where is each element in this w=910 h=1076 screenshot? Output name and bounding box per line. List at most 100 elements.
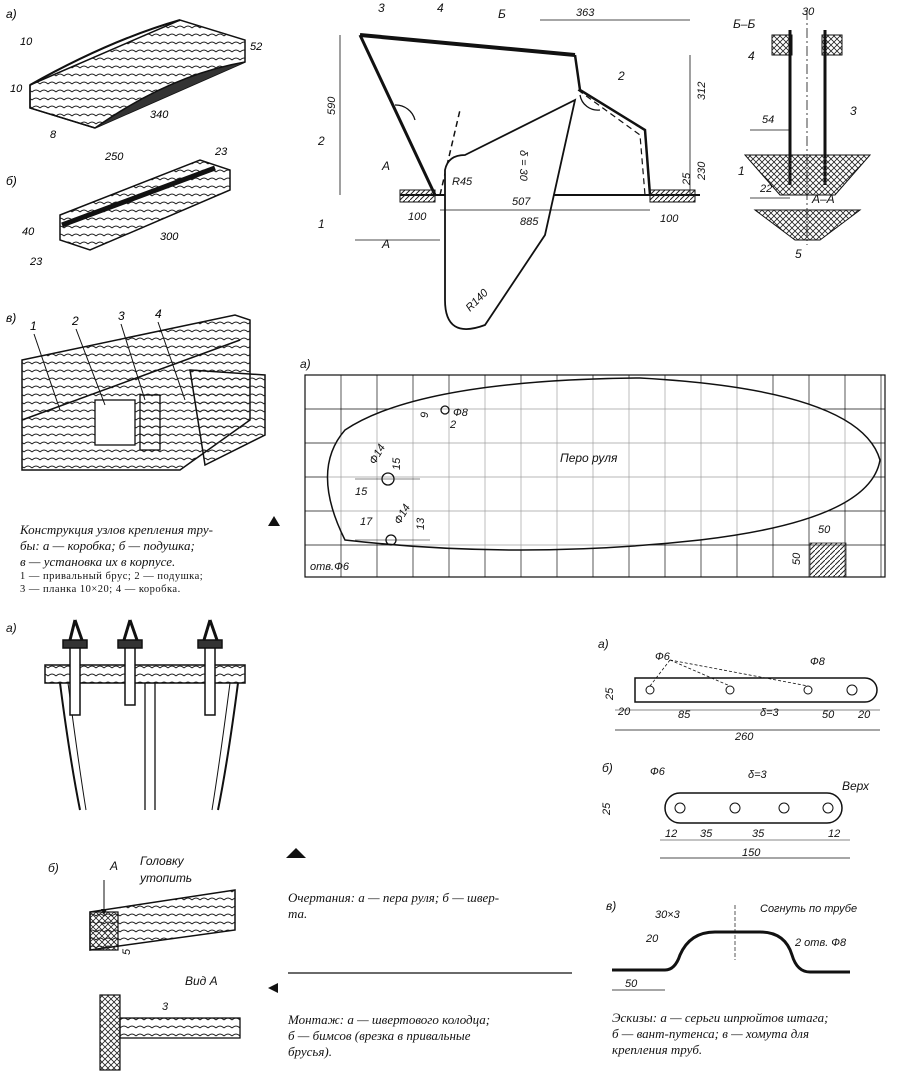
mount-head2: утопить [139, 871, 192, 885]
sketch-c-labels: 30×3 Согнуть по трубе 20 2 отв. Ф8 50 [625, 903, 857, 990]
mount-caption-line3: брусья). [288, 1044, 332, 1059]
rudder-d507: 507 [512, 196, 531, 208]
sketch-c-d50: 50 [625, 978, 638, 990]
rudder-n2a: 2 [317, 134, 325, 148]
section-d30: 30 [802, 6, 815, 18]
box-dim-8: 8 [50, 129, 57, 141]
section-d22: 22 [759, 183, 772, 195]
mounting-drawing: а) [6, 619, 246, 811]
rudder-d312: 312 [696, 82, 708, 100]
install-n2: 2 [71, 314, 79, 328]
rudder-d100b: 100 [660, 213, 679, 225]
installation-drawing: в) 1 2 3 4 [6, 307, 266, 471]
pad-dim-23b: 23 [29, 256, 43, 268]
install-n3: 3 [118, 309, 125, 323]
pad-dim-23a: 23 [214, 146, 228, 158]
rudder-drawing [339, 19, 700, 330]
blade-name: Перо руля [560, 451, 618, 465]
sketch-caption-line2: б — вант-путенса; в — хомута для [612, 1026, 810, 1041]
section-labels: Б–Б 30 4 3 54 1 22 А–А 5 [733, 6, 857, 261]
sketch-c-d20: 20 [645, 933, 659, 945]
rudder-secA2: А [381, 237, 390, 251]
mount-head1: Головку [140, 854, 185, 868]
sketch-c-label: в) [606, 899, 616, 913]
rudder-d363: 363 [576, 7, 595, 19]
section-n5: 5 [795, 247, 802, 261]
mount-arrowA: А [109, 859, 118, 873]
blade-d15b: 15 [355, 486, 368, 498]
section-drawing [743, 10, 872, 245]
install-label: в) [6, 311, 16, 325]
box-drawing: а) 10 10 52 8 340 250 б) 23 40 23 300 [6, 7, 262, 268]
tube-caption-line1: Конструкция узлов крепления тру- [20, 522, 213, 537]
section-n4: 4 [748, 49, 755, 63]
sketch-b-labels: Ф6 δ=3 Верх 25 12 35 35 12 150 [601, 766, 870, 859]
sketch-a-d20a: 20 [617, 706, 631, 718]
section-n3: 3 [850, 104, 857, 118]
sketch-b-label: б) [602, 761, 613, 775]
blade-label: а) [300, 357, 311, 371]
blade-d15a: 15 [391, 457, 403, 470]
blade-d2: 2 [449, 419, 456, 431]
tube-legend-line2: 3 — планка 10×20; 4 — коробка. [20, 584, 181, 595]
mount-d3: 3 [162, 1001, 169, 1013]
rudder-secB: Б [498, 7, 506, 21]
section-d54: 54 [762, 114, 774, 126]
mount-viewA: Вид А [185, 974, 218, 988]
blade-cell-w: 50 [818, 524, 831, 536]
mount-caption-line2: б — бимсов (врезка в привальные [288, 1028, 471, 1043]
triangle-marker-3 [268, 516, 280, 526]
box-dim-340: 340 [150, 109, 169, 121]
pad-dim-300: 300 [160, 231, 179, 243]
mount-caption: Монтаж: а — швертового колодца; б — бимс… [288, 1012, 578, 1060]
sketch-b-d25: 25 [601, 802, 613, 816]
mount-label-a: а) [6, 621, 17, 635]
sketch-c-holes: 2 отв. Ф8 [794, 937, 847, 949]
mount-label-b: б) [48, 861, 59, 875]
sketch-a-labels: Ф6 Ф8 25 20 85 δ=3 50 20 260 [604, 651, 871, 743]
tube-caption-line3: в — установка их в корпусе. [20, 554, 176, 569]
rudder-n1: 1 [318, 217, 325, 231]
sketch-c-bend: Согнуть по трубе [760, 903, 857, 915]
section-n1: 1 [738, 164, 745, 178]
tube-legend-line1: 1 — привальный брус; 2 — подушка; [20, 571, 204, 582]
sketch-a-thick: δ=3 [760, 707, 780, 719]
sketch-a-d20b: 20 [857, 709, 871, 721]
blade-d17: 17 [360, 516, 373, 528]
section-title: Б–Б [733, 17, 755, 31]
sketch-b-top: Верх [842, 779, 870, 793]
sketch-c-size: 30×3 [655, 909, 681, 921]
sketch-a: а) [598, 637, 880, 731]
sketch-caption-line3: крепления труб. [612, 1042, 703, 1057]
sketch-a-d25: 25 [604, 687, 616, 701]
outline-caption: Очертания: а — пера руля; б — швер- та. [288, 890, 578, 922]
sketch-caption: Эскизы: а — серьги шпрюйтов штага; б — в… [612, 1010, 904, 1058]
box-dim-250: 250 [104, 151, 124, 163]
install-n4: 4 [155, 307, 162, 321]
sketch-b-phi6: Ф6 [650, 766, 666, 778]
sketch-b-thick: δ=3 [748, 769, 768, 781]
beam-drawing: б) А Головку утопить 5 Вид А 3 [48, 854, 241, 1071]
blade-cell-h: 50 [791, 552, 803, 565]
rudder-secA1: А [381, 159, 390, 173]
rudder-n3: 3 [378, 1, 385, 15]
blade-hole: отв.Ф6 [310, 561, 350, 573]
sketch-a-phi8: Ф8 [810, 656, 826, 668]
tube-caption: Конструкция узлов крепления тру- бы: а —… [20, 522, 285, 596]
sketch-b-d35a: 35 [700, 828, 713, 840]
triangle-marker-2 [268, 983, 278, 993]
outline-caption-line1: Очертания: а — пера руля; б — швер- [288, 890, 500, 905]
rudder-r45: R45 [452, 176, 473, 188]
mount-caption-line1: Монтаж: а — швертового колодца; [288, 1012, 491, 1027]
install-n1: 1 [30, 319, 37, 333]
blade-grid [304, 374, 886, 578]
rudder-d885: 885 [520, 216, 539, 228]
sketch-b-d35b: 35 [752, 828, 765, 840]
pad-dim-40: 40 [22, 226, 35, 238]
rudder-d590: 590 [326, 96, 338, 115]
box-dim-52: 52 [250, 41, 262, 53]
box-label-a: а) [6, 7, 17, 21]
blade-phi8: Ф8 [453, 407, 469, 419]
sketch-a-d50: 50 [822, 709, 835, 721]
